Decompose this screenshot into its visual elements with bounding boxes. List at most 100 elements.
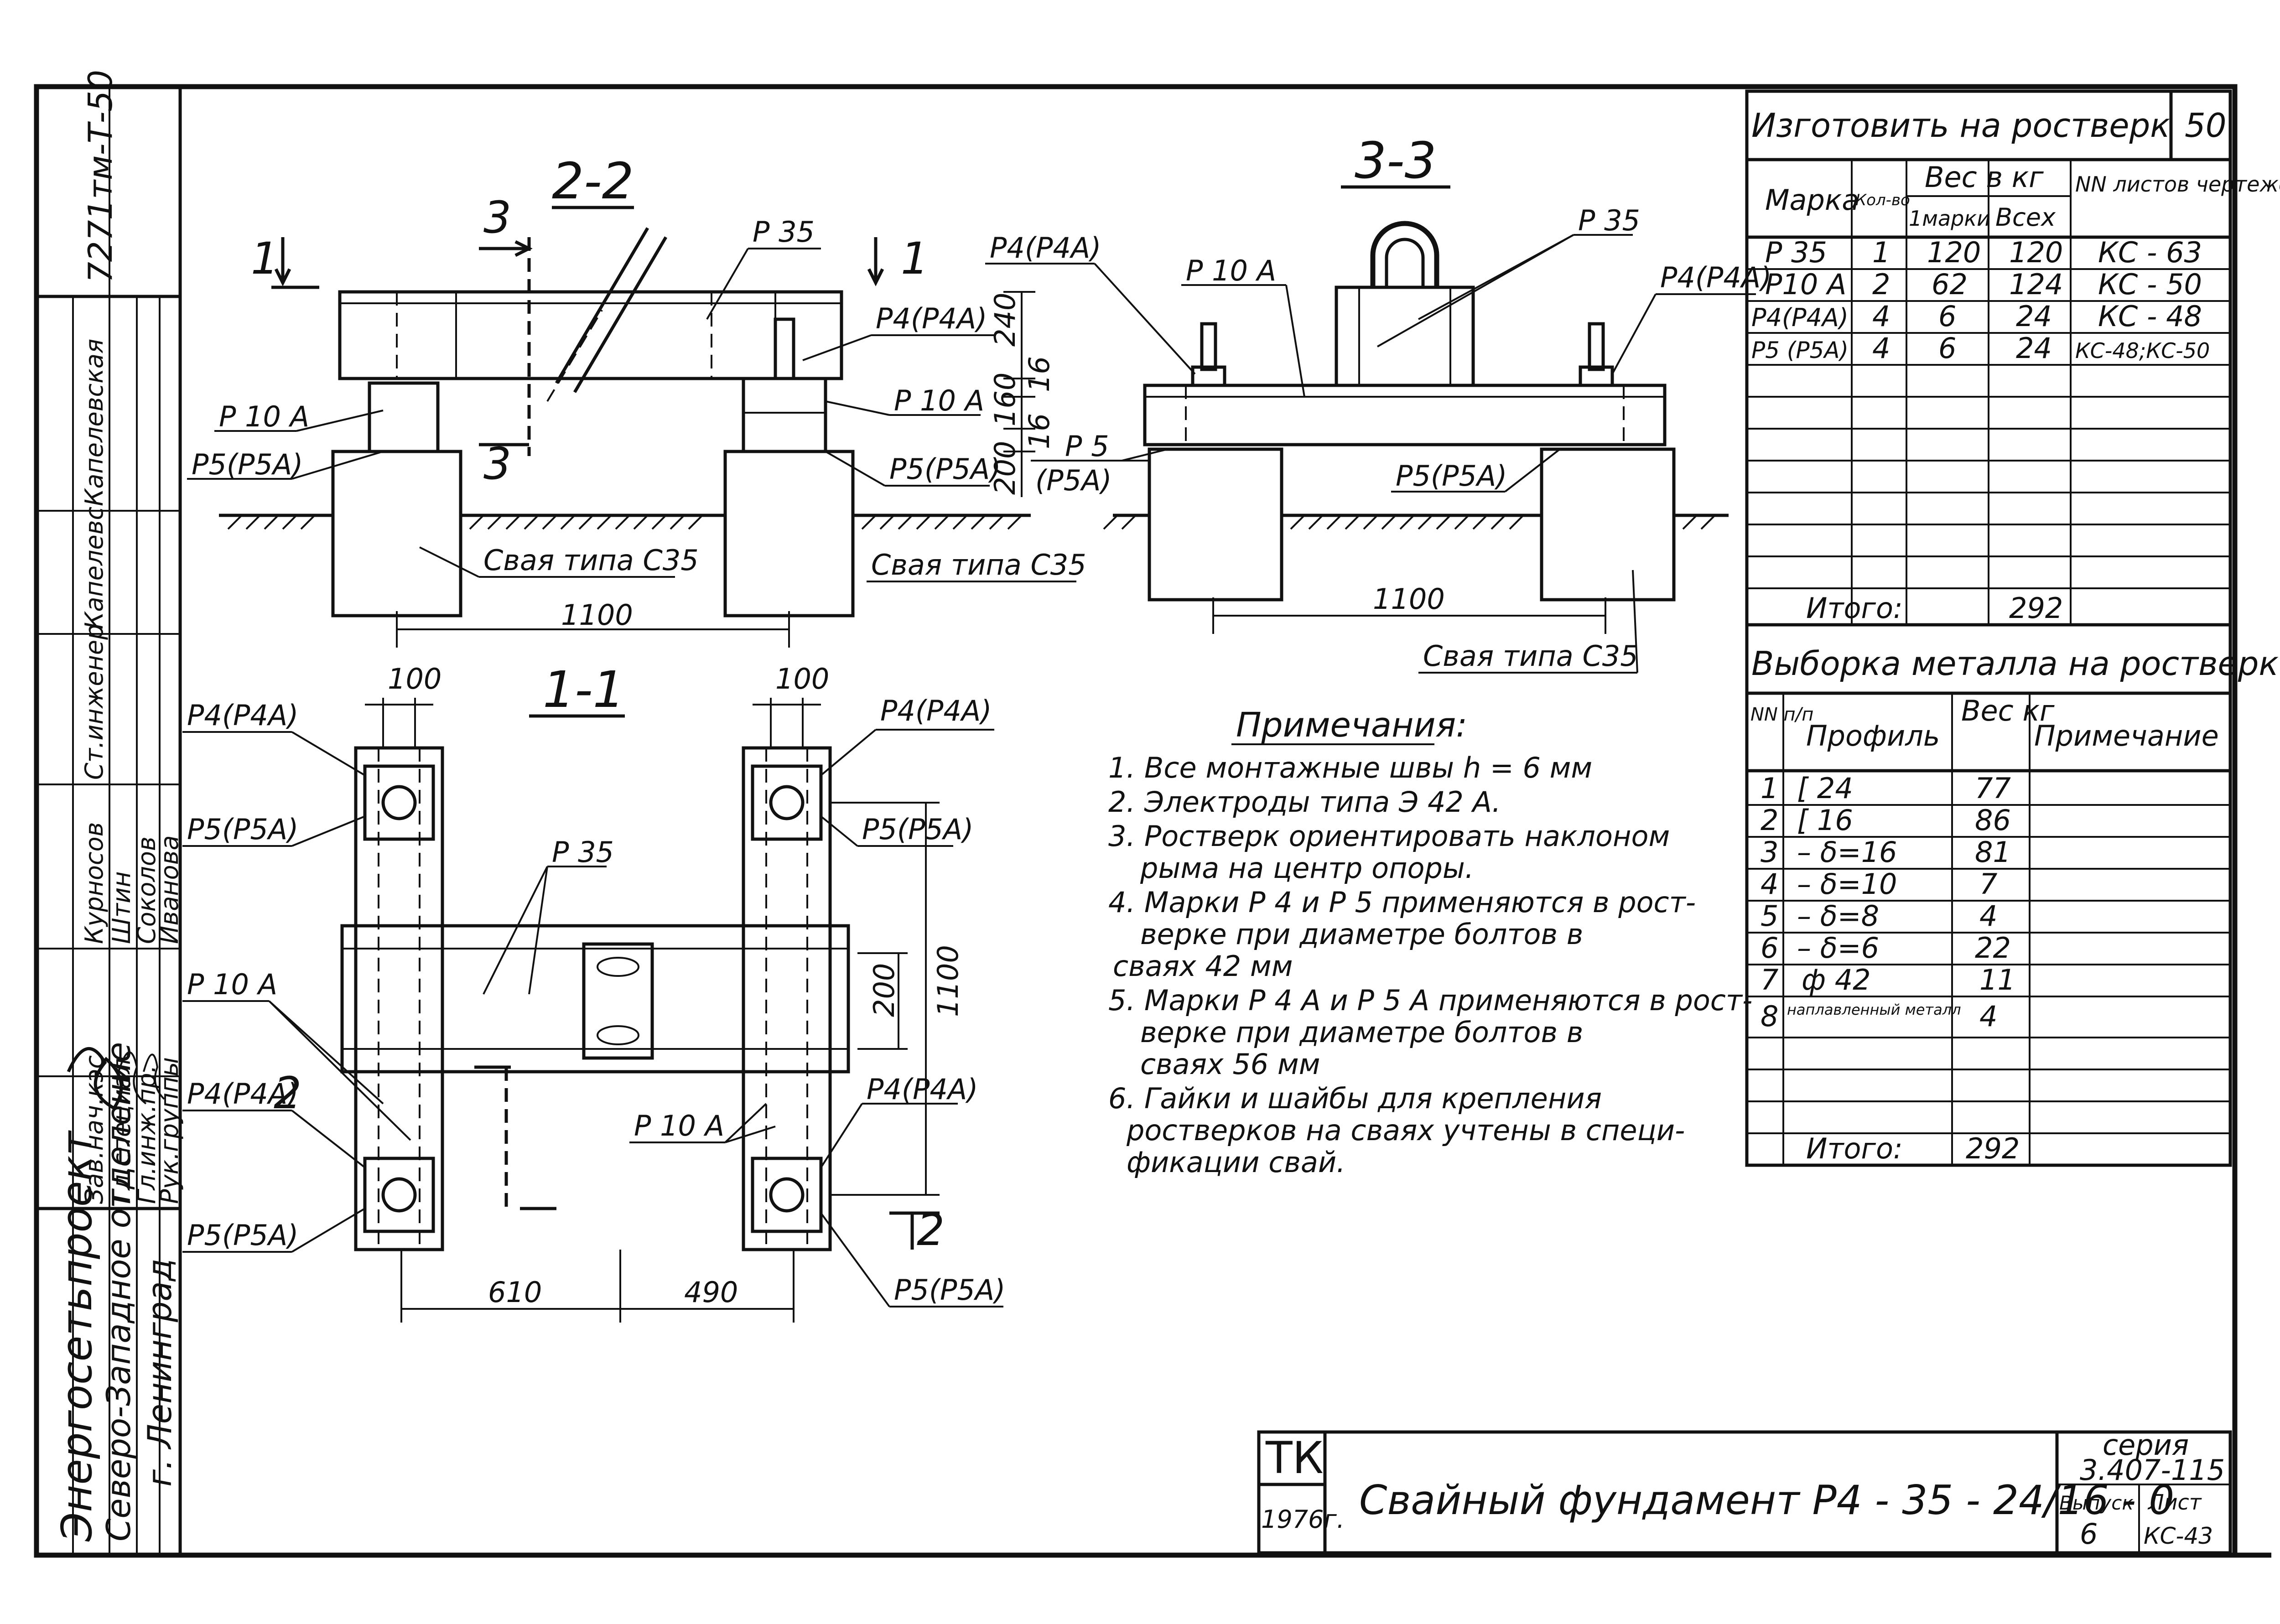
- cell: – δ=8: [1797, 899, 1879, 933]
- table2-row-7: 7 ф 42 11: [1761, 963, 2015, 996]
- table1-h-wone: 1марки: [1909, 206, 1990, 231]
- note-line-11: 6. Гайки и шайбы для крепления: [1108, 1082, 1602, 1115]
- cut-1-right: 1: [901, 233, 929, 284]
- cell: 6: [1761, 931, 1778, 965]
- cell: ф 42: [1802, 963, 1871, 996]
- table2-h-nn: NN п/п: [1750, 704, 1813, 725]
- dim-1100-11: 1100: [931, 945, 965, 1017]
- table1-h-weight: Вес в кг: [1925, 161, 2044, 194]
- table2-row-2: 2 [ 16 86: [1761, 804, 2011, 837]
- label-p10a-22l: Р 10 А: [219, 400, 309, 433]
- name-kurnosov: Курносов: [80, 822, 109, 944]
- cell: 86: [1975, 804, 2011, 837]
- list-value: КС-43: [2144, 1523, 2213, 1549]
- label-p4-11tr: Р4(Р4А): [880, 694, 992, 727]
- notes-block: Примечания: 1. Все монтажные швы h = 6 м…: [1108, 706, 1752, 1179]
- cell: 4: [1872, 300, 1890, 333]
- dim-240: 240: [988, 293, 1022, 347]
- dim-100-left: 100: [388, 662, 441, 695]
- dim-16-b: 16: [1023, 413, 1056, 449]
- cell: КС - 63: [2098, 236, 2202, 269]
- note-line-3: 3. Ростверк ориентировать наклоном: [1108, 820, 1670, 853]
- dim-610: 610: [488, 1276, 542, 1309]
- table2-row-8: 8 наплавленный металл 4: [1761, 1000, 1997, 1033]
- position-zav: Зав.нач.кэс: [80, 1055, 109, 1204]
- cut-3-bottom: 3: [483, 438, 511, 489]
- table-metal: Выборка металла на ростверк NN п/п Профи…: [1745, 623, 2279, 1167]
- dim-160: 160: [988, 373, 1022, 426]
- table1-row-4: Р5 (Р5А) 4 6 24 КС-48;КС-50: [1751, 332, 2210, 365]
- table2-title: Выборка металла на ростверк: [1751, 644, 2279, 683]
- label-p5-split-a: Р 5: [1065, 430, 1109, 463]
- cell: КС-48;КС-50: [2075, 338, 2210, 363]
- label-p4-11tl: Р4(Р4А): [187, 699, 298, 732]
- signature-mark-2: [118, 1051, 147, 1105]
- tk-label: ТК: [1265, 1432, 1324, 1484]
- table2-total-value: 292: [1966, 1132, 2020, 1165]
- city: г. Ленинград: [140, 1259, 179, 1487]
- table2-total-label: Итого:: [1806, 1132, 1903, 1165]
- table1-h-qty: Кол-во: [1855, 191, 1910, 209]
- drawing-title: Свайный фундамент Р4 - 35 - 24/16 - 0: [1359, 1477, 2174, 1524]
- cell: 124: [2009, 268, 2063, 301]
- cell: 6: [1938, 300, 1956, 333]
- label-p5-22r: Р5(Р5А): [889, 452, 1001, 486]
- note-line-13: фикации свай.: [1127, 1146, 1345, 1179]
- label-p10a-11r: Р 10 А: [634, 1109, 724, 1142]
- table2-row-3: 3 – δ=16 81: [1761, 835, 2011, 869]
- table1-total-label: Итого:: [1806, 591, 1903, 625]
- dim-16-a: 16: [1023, 356, 1056, 392]
- name-shtin: Штин: [107, 871, 136, 944]
- organization: Энергосетьпроект: [52, 1130, 101, 1542]
- table1-row-2: Р10 А 2 62 124 КС - 50: [1765, 268, 2202, 301]
- label-p35-11: Р 35: [552, 835, 614, 869]
- cell: КС - 50: [2098, 268, 2202, 301]
- cell: 1: [1872, 236, 1890, 269]
- label-p5-11br: Р5(Р5А): [894, 1273, 1005, 1307]
- cell: Р 35: [1765, 236, 1827, 269]
- name-sokolov: Соколов: [132, 836, 161, 944]
- note-line-8: 5. Марки Р 4 А и Р 5 А применяются в рос…: [1108, 984, 1752, 1017]
- section-1-1-label: 1-1: [543, 660, 625, 719]
- signature-text: Капелевс: [80, 507, 109, 629]
- seria-label: серия: [2103, 1428, 2189, 1462]
- label-p5-split-b: (Р5А): [1035, 464, 1112, 497]
- view-section-1-1: 1-1 2 2 100: [182, 660, 1005, 1323]
- note-line-1: 1. Все монтажные швы h = 6 мм: [1108, 751, 1592, 784]
- table1-h-wall: Всех: [1995, 203, 2056, 232]
- vypusk-value: 6: [2080, 1517, 2098, 1551]
- label-p4-33l: Р4(Р4А): [990, 231, 1101, 265]
- cell: 7: [1979, 867, 1997, 901]
- table2-h-profile: Профиль: [1806, 719, 1940, 752]
- cell: 120: [2009, 236, 2063, 269]
- left-title-strip: 7271тм-Т-50 Энергосетьпроект Северо-Запа…: [52, 70, 184, 1542]
- label-p5-22l: Р5(Р5А): [192, 448, 303, 481]
- label-p4-22: Р4(Р4А): [876, 302, 987, 335]
- cell: 7: [1761, 963, 1778, 996]
- cell: [ 16: [1797, 804, 1853, 837]
- table2-row-1: 1 [ 24 77: [1761, 772, 2011, 805]
- note-line-12: ростверков на сваях учтены в специ-: [1126, 1114, 1685, 1147]
- table2-row-5: 5 – δ=8 4: [1761, 899, 1997, 933]
- label-p35-22: Р 35: [753, 215, 815, 249]
- dim-200-11: 200: [867, 963, 901, 1017]
- department: Северо-Западное отделение: [99, 1042, 138, 1541]
- table-manufacture: Изготовить на ростверк 50 Марка Кол-во В…: [1745, 89, 2280, 627]
- year-label: 1976г.: [1261, 1505, 1345, 1534]
- note-line-10: сваях 56 мм: [1140, 1048, 1320, 1081]
- table1-total-value: 292: [2009, 591, 2063, 625]
- label-p4-11bl: Р4(Р4А): [187, 1077, 298, 1110]
- position-gl-spec: Гл.специал.: [107, 1050, 136, 1204]
- table2-row-4: 4 – δ=10 7: [1761, 867, 1997, 901]
- cell: Р10 А: [1765, 268, 1846, 301]
- name-kapelevskaya: Капелевская: [80, 339, 109, 506]
- label-p4-33r: Р4(Р4А): [1660, 261, 1771, 294]
- cell: 62: [1932, 268, 1968, 301]
- cell: 1: [1761, 772, 1778, 805]
- table2-h-weight: Вес кг: [1961, 694, 2055, 727]
- dim-490: 490: [684, 1276, 738, 1309]
- signature-mark: [67, 1047, 123, 1110]
- position-ruk: Рук.группы: [155, 1057, 184, 1204]
- note-line-6: верке при диаметре болтов в: [1140, 918, 1583, 951]
